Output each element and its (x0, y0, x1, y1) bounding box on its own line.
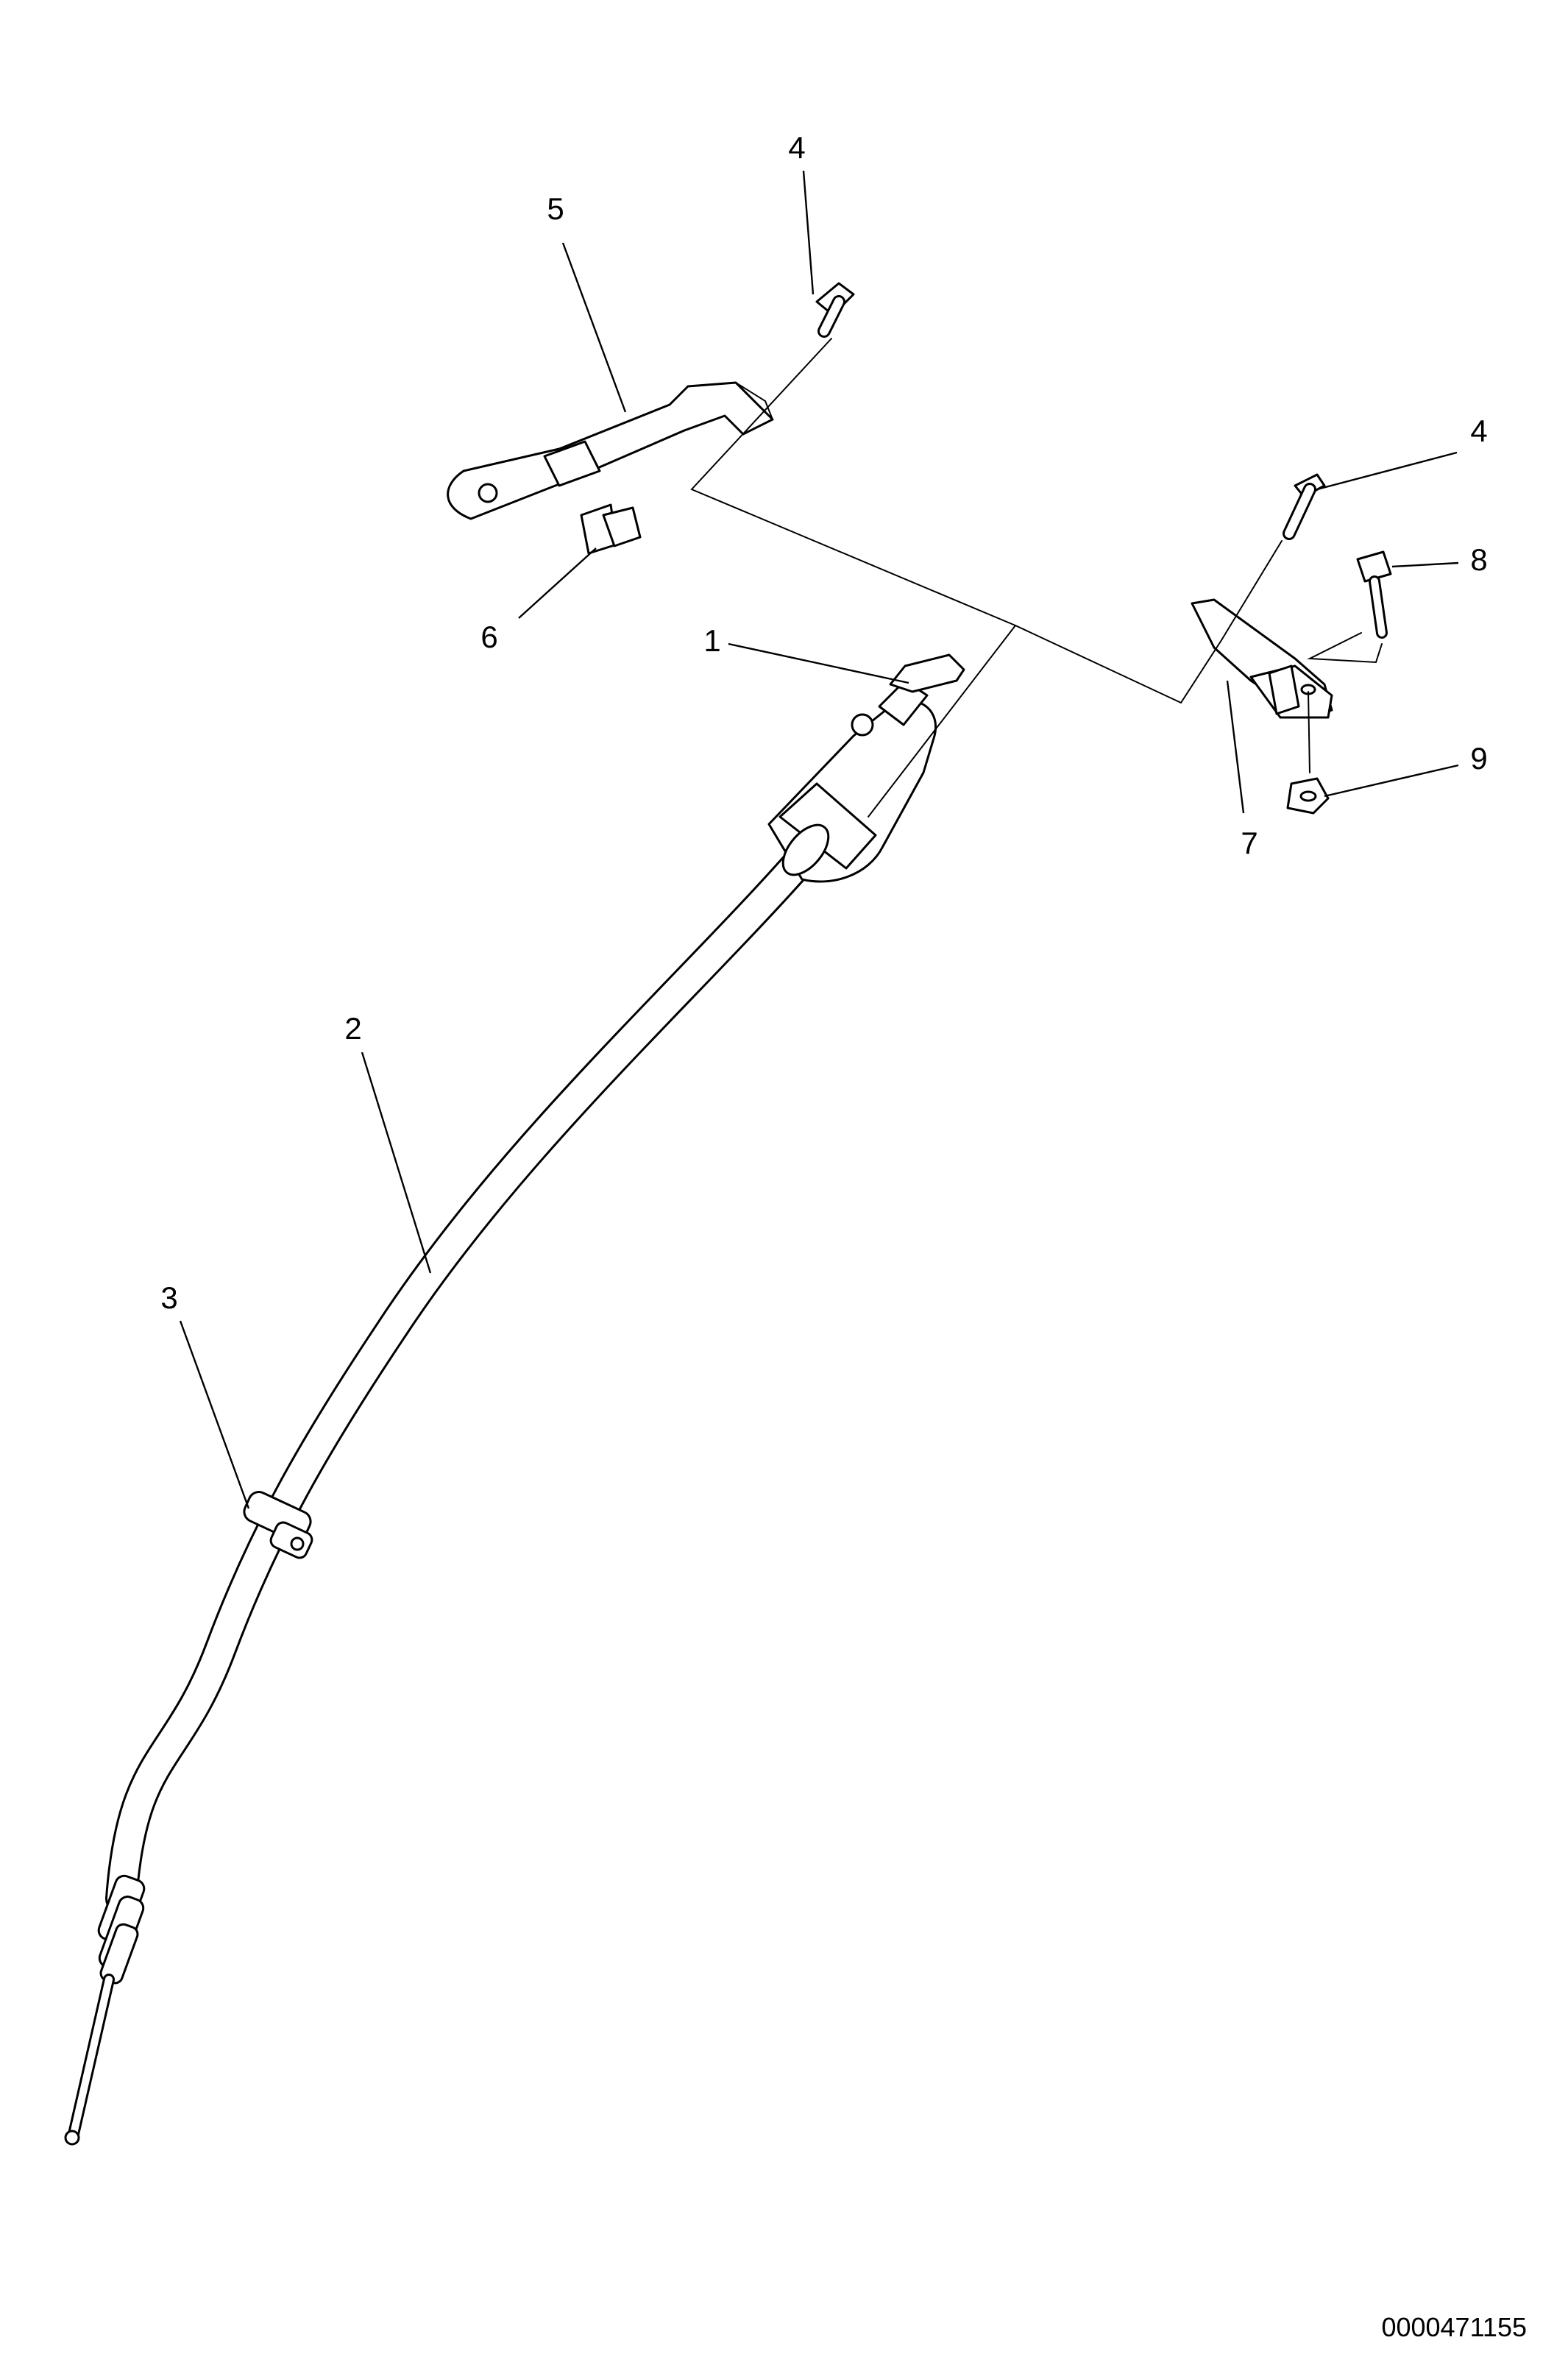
callout-9: 9 (1470, 741, 1487, 776)
callout-6: 6 (480, 620, 497, 654)
callout-8: 8 (1470, 542, 1487, 577)
drawing-id: 0000471155 (1381, 2312, 1527, 2342)
callout-3: 3 (160, 1280, 177, 1315)
assembly-lines (690, 338, 1383, 818)
callout-1: 1 (703, 623, 720, 658)
callout-5: 5 (547, 191, 564, 226)
callout-7: 7 (1241, 826, 1257, 860)
leader-lines (179, 170, 1459, 1509)
pin-4-upper (815, 282, 855, 338)
cable-end-fitting (64, 1874, 146, 2146)
bracket-7 (1191, 598, 1333, 719)
nut-9 (1286, 777, 1330, 815)
bolt-6 (580, 503, 642, 555)
callout-4-upper: 4 (788, 130, 805, 165)
callout-4-lower: 4 (1470, 414, 1487, 448)
cable-sheath (105, 830, 829, 1915)
bolt-8 (1356, 550, 1392, 639)
callout-labels: 1 2 3 4 4 5 6 7 8 9 (160, 130, 1487, 1315)
bracket-5 (447, 381, 774, 520)
pull-handle (767, 653, 965, 883)
pin-4-lower (1283, 473, 1326, 540)
cable-clip (243, 1491, 313, 1559)
callout-2: 2 (344, 1011, 361, 1046)
